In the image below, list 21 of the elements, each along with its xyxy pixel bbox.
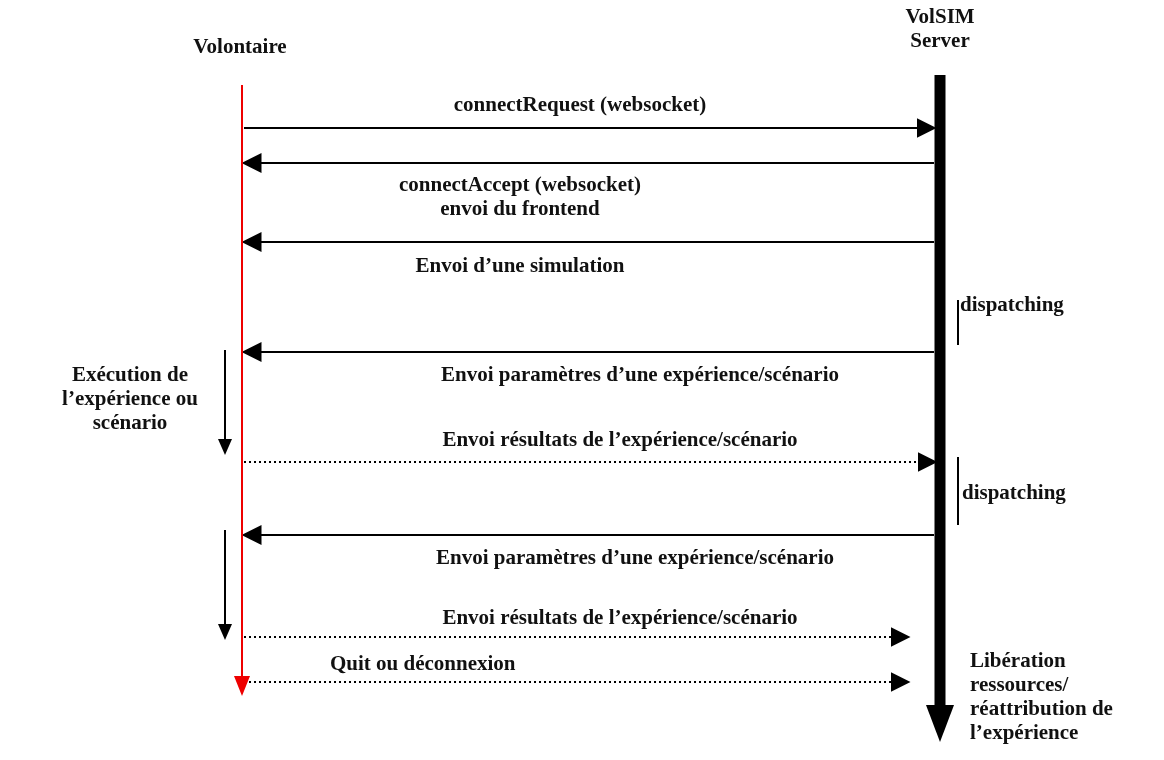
note-label: dispatching bbox=[960, 292, 1065, 316]
message-label: connectRequest (websocket) bbox=[452, 92, 708, 116]
message-label: Envoi d’une simulation bbox=[414, 253, 626, 277]
message-label: Envoi paramètres d’une expérience/scénario bbox=[435, 545, 835, 569]
message-arrow bbox=[241, 525, 935, 545]
message-arrow bbox=[241, 232, 935, 252]
message-arrow bbox=[241, 153, 935, 173]
note-label: dispatching bbox=[962, 480, 1067, 504]
message-arrow bbox=[241, 342, 935, 362]
activity-note: Exécution de l’expérience ou scénario bbox=[61, 362, 199, 434]
message-label: Envoi paramètres d’une expérience/scénario bbox=[440, 362, 840, 386]
lifeline-header: Volontaire bbox=[192, 34, 288, 58]
message-label: Envoi résultats de l’expérience/scénario bbox=[441, 605, 799, 629]
message-arrow bbox=[243, 452, 938, 472]
note-label: Libération ressources/ réattribution de l’expérience bbox=[970, 648, 1114, 744]
message-label: Quit ou déconnexion bbox=[330, 651, 517, 675]
lifeline-header: VolSIM Server bbox=[904, 4, 976, 52]
message-label: connectAccept (websocket) envoi du frontend bbox=[398, 172, 642, 220]
message-arrow bbox=[243, 118, 937, 138]
message-label: Envoi résultats de l’expérience/scénario bbox=[441, 427, 799, 451]
message-arrow bbox=[243, 627, 911, 647]
